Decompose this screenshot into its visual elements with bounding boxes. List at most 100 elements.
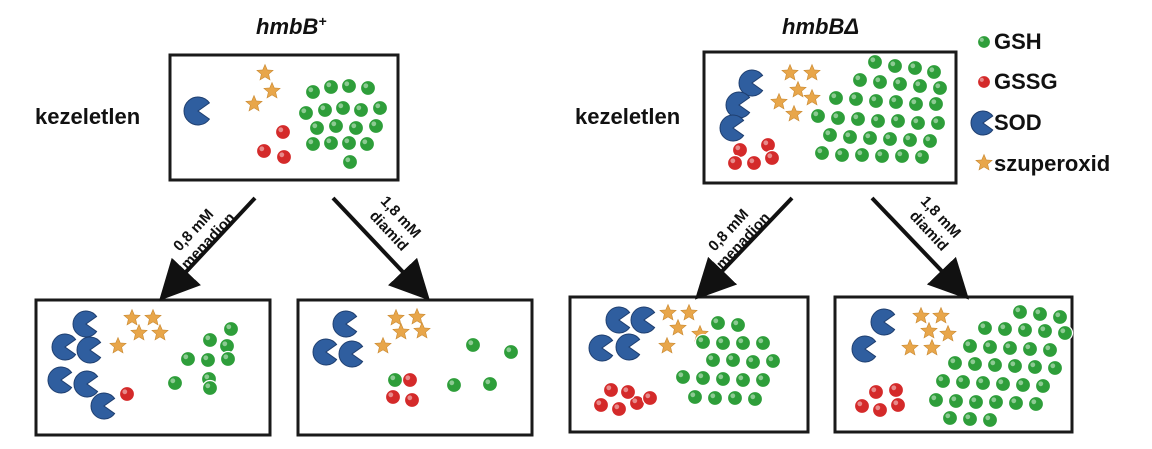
gsh-molecule: [709, 314, 727, 332]
gsh-molecule: [764, 352, 782, 370]
gsh-molecule-highlight: [915, 81, 921, 87]
gssg-molecule-highlight: [279, 152, 285, 158]
gsh-molecule-highlight: [203, 355, 209, 361]
superoxide-star: [413, 321, 431, 339]
gssg-molecule: [867, 383, 885, 401]
gsh-molecule-highlight: [1050, 363, 1056, 369]
gssg-molecule-highlight: [388, 392, 394, 398]
gssg-molecule: [641, 389, 659, 407]
gsh-molecule: [1046, 359, 1064, 377]
gsh-molecule-highlight: [931, 99, 937, 105]
gsh-molecule-highlight: [891, 97, 897, 103]
gsh-molecule: [974, 374, 992, 392]
gsh-molecule-highlight: [226, 324, 232, 330]
legend: GSH GSSG SOD szuperoxid: [994, 29, 1110, 176]
wild-type-menadione-label: 0,8 mM menadion: [165, 197, 239, 273]
gsh-molecule: [1056, 324, 1074, 342]
gsh-molecule: [1006, 357, 1024, 375]
superoxide-star: [785, 104, 803, 122]
gssg-molecule: [274, 123, 292, 141]
gsh-molecule-highlight: [938, 376, 944, 382]
gsh-molecule-highlight: [825, 130, 831, 136]
gsh-molecule: [714, 370, 732, 388]
gsh-molecule-highlight: [308, 87, 314, 93]
gsh-molecule-highlight: [890, 61, 896, 67]
gsh-molecule-highlight: [320, 105, 326, 111]
gsh-molecule-highlight: [331, 121, 337, 127]
gsh-molecule: [386, 371, 404, 389]
gsh-molecule: [833, 146, 851, 164]
superoxide-star: [151, 323, 169, 341]
gsh-molecule: [1016, 321, 1034, 339]
gssg-molecule-highlight: [730, 158, 736, 164]
gssg-molecule: [384, 388, 402, 406]
gsh-molecule: [729, 316, 747, 334]
gsh-molecule-highlight: [485, 379, 491, 385]
gssg-molecule: [763, 149, 781, 167]
gsh-molecule-highlight: [758, 375, 764, 381]
gsh-molecule: [869, 112, 887, 130]
gsh-molecule-highlight: [1010, 361, 1016, 367]
gsh-molecule: [297, 104, 315, 122]
gsh-molecule-highlight: [312, 123, 318, 129]
gsh-molecule-highlight: [990, 360, 996, 366]
superoxide-star: [392, 322, 410, 340]
gsh-molecule-highlight: [1038, 381, 1044, 387]
gsh-molecule: [726, 389, 744, 407]
gssg-molecule: [726, 154, 744, 172]
gsh-molecule: [867, 92, 885, 110]
gsh-molecule-highlight: [698, 373, 704, 379]
gsh-molecule: [179, 350, 197, 368]
gsh-molecule-highlight: [390, 375, 396, 381]
legend-label-sod: SOD: [994, 110, 1042, 135]
gsh-molecule-highlight: [865, 133, 871, 139]
gsh-molecule: [322, 134, 340, 152]
gsh-molecule-highlight: [758, 338, 764, 344]
sod-enzyme: [605, 306, 631, 334]
gsh-molecule-highlight: [985, 342, 991, 348]
gsh-molecule-highlight: [345, 157, 351, 163]
gsh-molecule: [1007, 394, 1025, 412]
gsh-molecule: [893, 147, 911, 165]
gsh-molecule-highlight: [845, 132, 851, 138]
gsh-molecule: [909, 114, 927, 132]
gsh-molecule-highlight: [718, 374, 724, 380]
gsh-molecule-highlight: [851, 94, 857, 100]
gsh-molecule: [304, 135, 322, 153]
legend-gssg-icon: [976, 74, 992, 90]
sod-enzyme: [725, 91, 751, 119]
gsh-molecule: [913, 148, 931, 166]
gsh-molecule: [316, 101, 334, 119]
gsh-molecule-highlight: [1035, 309, 1041, 315]
gssg-molecule-highlight: [893, 400, 899, 406]
gsh-molecule: [873, 147, 891, 165]
gsh-molecule: [927, 391, 945, 409]
gsh-molecule: [1011, 303, 1029, 321]
wild-type-title: hmbB+: [256, 13, 327, 39]
gsh-molecule: [754, 371, 772, 389]
gsh-molecule-highlight: [363, 83, 369, 89]
gsh-molecule-highlight: [893, 116, 899, 122]
gssg-molecule-highlight: [763, 140, 769, 146]
gsh-molecule: [981, 411, 999, 429]
gsh-molecule: [961, 410, 979, 428]
gssg-molecule: [118, 385, 136, 403]
gsh-molecule-highlight: [690, 392, 696, 398]
gsh-molecule-highlight: [1005, 343, 1011, 349]
superoxide-star: [912, 306, 930, 324]
superoxide-star: [245, 94, 263, 112]
gssg-molecule: [610, 400, 628, 418]
superoxide-star: [901, 338, 919, 356]
gsh-molecule-highlight: [351, 123, 357, 129]
gsh-molecule: [352, 101, 370, 119]
gsh-molecule-highlight: [911, 99, 917, 105]
gsh-molecule: [929, 114, 947, 132]
gsh-molecule: [829, 109, 847, 127]
superoxide-star: [123, 308, 141, 326]
superoxide-star: [789, 80, 807, 98]
gsh-molecule: [714, 334, 732, 352]
gsh-molecule: [866, 53, 884, 71]
gsh-molecule: [976, 319, 994, 337]
gssg-molecule-highlight: [405, 375, 411, 381]
